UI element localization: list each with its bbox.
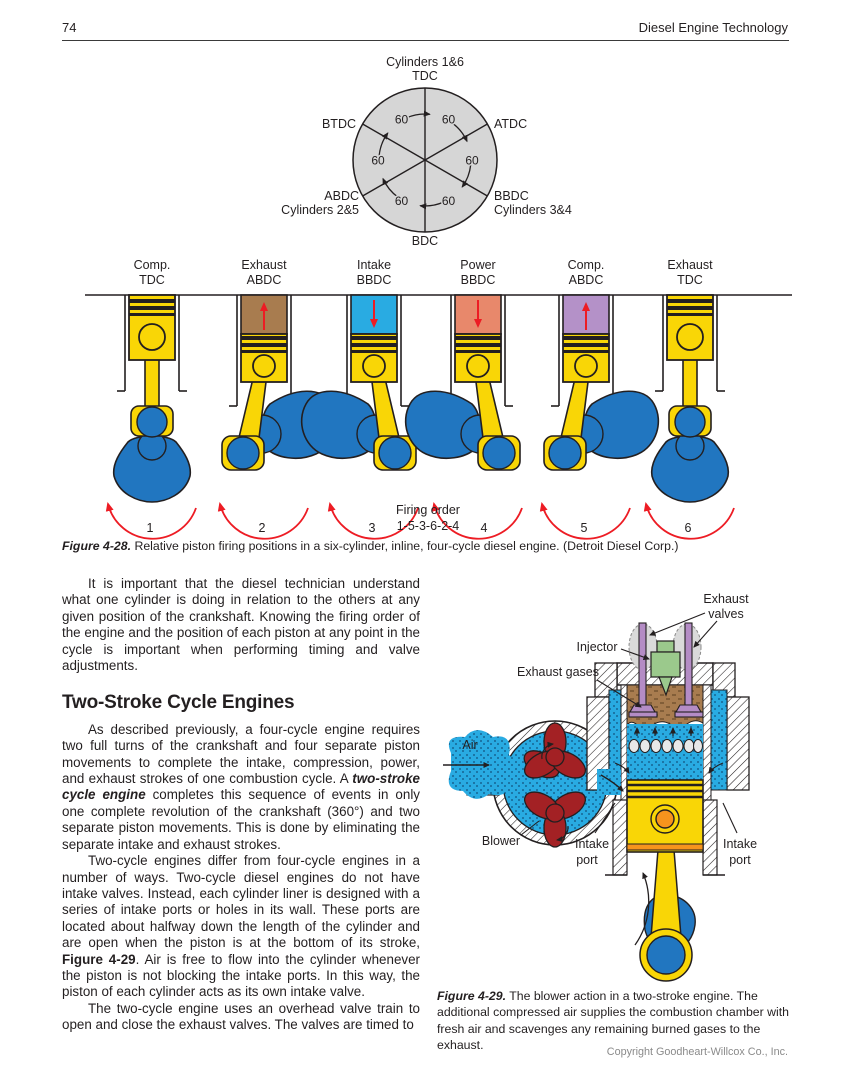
blower [492, 720, 618, 848]
piston6-stroke-label: Exhaust [667, 258, 713, 272]
piston5-position-label: ABDC [569, 273, 604, 287]
paragraph-3: Two-cycle engines differ from four-cycle… [62, 853, 420, 1001]
label-intake-port-left-2: port [576, 853, 598, 867]
label-injector: Injector [577, 640, 618, 654]
label-bbdc: BBDC [494, 189, 529, 203]
figure-429-caption-label: Figure 4-29. [437, 989, 507, 1003]
degree-label: 60 [395, 194, 409, 208]
crank-rotation-arrows [105, 502, 735, 540]
exhaust-valve-right [674, 622, 704, 718]
passage-flow-arrow [600, 774, 624, 792]
label-exhaust-valves-2: valves [708, 607, 743, 621]
paragraph-3-pre: Two-cycle engines differ from four-cycle… [62, 853, 420, 951]
piston-assembly-1 [112, 294, 192, 503]
running-header: Diesel Engine Technology [638, 20, 788, 35]
intake-port-holes [628, 739, 703, 753]
piston2-stroke-label: Exhaust [241, 258, 287, 272]
label-cylinders-3-4: Cylinders 3&4 [494, 203, 572, 217]
label-blower: Blower [482, 834, 520, 848]
paragraph-3-post: . Air is free to flow into the cylinder … [62, 951, 420, 1000]
cylinder-number: 6 [685, 521, 692, 535]
blower-rotor-bottom [524, 791, 586, 848]
exhaust-valve-left [628, 622, 658, 718]
figure-429-caption-text: The blower action in a two-stroke engine… [437, 989, 790, 1053]
key-term: two-stroke cycle engine [62, 771, 420, 803]
label-abdc: ABDC [324, 189, 359, 203]
connecting-rod [650, 849, 682, 938]
label-atdc: ATDC [494, 117, 527, 131]
label-intake-port-right-1: Intake [723, 837, 757, 851]
crank-circle: 60 60 60 60 60 60 Cylinders 1&6 TDC BTDC… [281, 55, 572, 248]
piston-motion-arrows [260, 300, 590, 330]
two-stroke-blower-diagram: Exhaust valves Injector Exhaust gases Ai… [443, 592, 757, 982]
copyright-line: Copyright Goodheart-Willcox Co., Inc. [606, 1046, 788, 1058]
label-exhaust-valves-1: Exhaust [703, 592, 749, 606]
cylinder-number: 2 [259, 521, 266, 535]
wrist-pin [655, 809, 675, 829]
lower-wall-left [612, 799, 628, 876]
piston2-position-label: ABDC [247, 273, 282, 287]
outer-wall-right [726, 696, 750, 791]
figure-reference: Figure 4-29 [62, 951, 136, 967]
piston-firing-figure: Comp. TDC Exhaust ABDC Intake BBDC Power… [85, 258, 792, 540]
header-rule [62, 40, 789, 41]
label-intake-port-left-1: Intake [575, 837, 609, 851]
label-cylinders-1-6: Cylinders 1&6 [386, 55, 464, 69]
air-box-right [710, 689, 728, 791]
piston1-position-label: TDC [139, 273, 165, 287]
section-heading: Two-Stroke Cycle Engines [62, 692, 295, 714]
scavenge-arrows [614, 727, 724, 774]
body-text-column: It is important that the diesel technici… [62, 576, 420, 1034]
degree-label: 60 [371, 153, 385, 167]
page-number: 74 [62, 20, 77, 35]
label-btdc: BTDC [322, 117, 356, 131]
piston-assembly-6 [650, 294, 730, 503]
degree-label: 60 [442, 113, 456, 127]
piston6-position-label: TDC [677, 273, 703, 287]
crank-angle-diagram: 60 60 60 60 60 60 Cylinders 1&6 TDC BTDC… [281, 55, 572, 248]
degree-label: 60 [465, 153, 479, 167]
figure-429-caption: Figure 4-29. The blower action in a two-… [437, 988, 791, 1054]
piston1-stroke-label: Comp. [134, 258, 171, 272]
label-intake-port-right-2: port [729, 853, 751, 867]
rotation-arrows [378, 110, 472, 210]
piston3-position-label: BBDC [357, 273, 392, 287]
piston5-stroke-label: Comp. [568, 258, 605, 272]
label-cylinders-2-5: Cylinders 2&5 [281, 203, 359, 217]
cylinder-number: 1 [147, 521, 154, 535]
cylinder-number: 5 [581, 521, 588, 535]
firing-order-value: 1-5-3-6-2-4 [397, 519, 460, 533]
lower-wall-right [702, 799, 718, 876]
degree-labels: 60 60 60 60 60 60 [370, 111, 481, 210]
label-exhaust-gases: Exhaust gases [517, 665, 599, 679]
liner-right [702, 684, 712, 801]
injector [650, 640, 681, 697]
paragraph-4: The two-cycle engine uses an overhead va… [62, 1000, 420, 1033]
label-air: Air [462, 738, 477, 752]
degree-label: 60 [395, 113, 409, 127]
crank-journal [646, 935, 686, 975]
air-passage [597, 769, 621, 795]
piston [626, 779, 704, 853]
paragraph-2-post: completes this sequence of events in onl… [62, 787, 420, 852]
piston4-position-label: BBDC [461, 273, 496, 287]
blower-rotor-top [523, 722, 586, 779]
label-bdc: BDC [412, 234, 438, 248]
label-tdc: TDC [412, 69, 438, 83]
firing-order-label: Firing order [396, 503, 460, 517]
rod-motion-arrow [634, 872, 650, 946]
piston3-stroke-label: Intake [357, 258, 391, 272]
paragraph-2-pre: As described previously, a four-cycle en… [62, 721, 420, 787]
figure-428-caption: Figure 4-28. Relative piston firing posi… [62, 539, 790, 555]
paragraph-1: It is important that the diesel technici… [62, 576, 420, 674]
leader-lines [520, 612, 738, 836]
piston4-stroke-label: Power [460, 258, 495, 272]
degree-label: 60 [442, 194, 456, 208]
paragraph-2: As described previously, a four-cycle en… [62, 722, 420, 853]
cylinder-number: 3 [369, 521, 376, 535]
liner-left [620, 684, 628, 801]
figure-428-caption-text: Relative piston firing positions in a si… [131, 539, 679, 553]
cylinder-number: 4 [481, 521, 488, 535]
figure-428-caption-label: Figure 4-28. [62, 539, 132, 553]
